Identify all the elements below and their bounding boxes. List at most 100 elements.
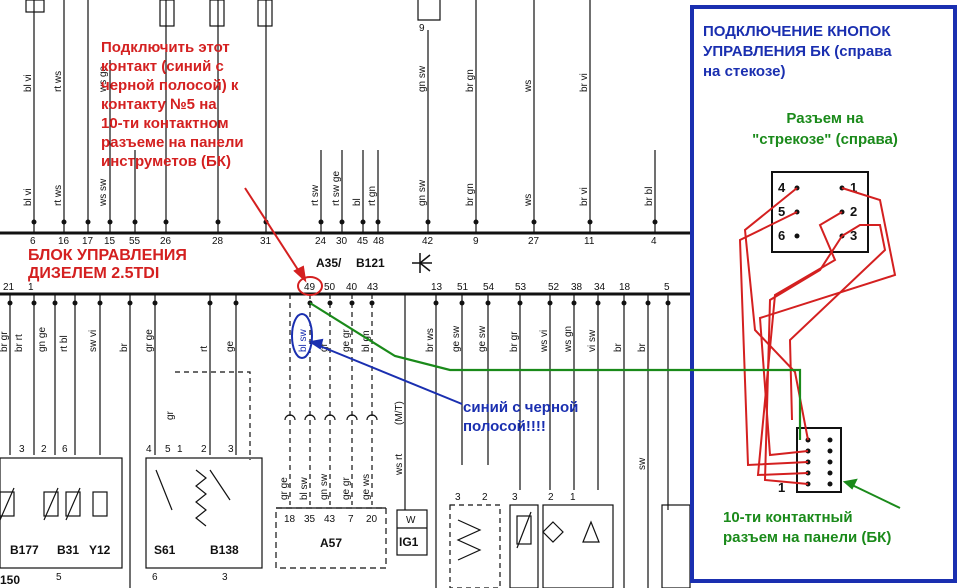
bottom-wire-codes: br gr br rt gn ge rt bl sw vi br gr ge r… — [0, 325, 648, 353]
svg-text:54: 54 — [483, 282, 495, 293]
svg-text:ge: ge — [225, 340, 236, 352]
blue-note: синий с черной полосой!!!! — [463, 399, 579, 435]
svg-text:26: 26 — [160, 236, 172, 247]
svg-text:1: 1 — [850, 180, 857, 195]
svg-text:3: 3 — [512, 492, 518, 503]
pin-49-highlight — [297, 276, 323, 296]
svg-text:ws: ws — [523, 80, 534, 93]
svg-text:bl gn: bl gn — [361, 330, 372, 352]
svg-text:bl sw: bl sw — [299, 476, 310, 500]
svg-text:bl: bl — [352, 198, 363, 206]
svg-text:5: 5 — [778, 204, 785, 219]
svg-text:49: 49 — [304, 282, 316, 293]
svg-text:rt gn: rt gn — [367, 186, 378, 206]
svg-text:sw: sw — [637, 457, 648, 470]
left-component-labels: B177 B31 Y12 S61 B138 150 3 2 6 4 5 1 2 … — [0, 410, 648, 587]
svg-text:28: 28 — [212, 236, 224, 247]
svg-text:4: 4 — [778, 180, 786, 195]
svg-text:2: 2 — [548, 492, 554, 503]
svg-text:48: 48 — [373, 236, 385, 247]
svg-text:br gr: br gr — [509, 331, 520, 352]
svg-text:40: 40 — [346, 282, 358, 293]
top-wire-codes-lower: bl vi rt ws ws sw rt sw rt sw ge bl rt g… — [23, 171, 655, 207]
svg-text:1: 1 — [570, 492, 576, 503]
panel-title: ПОДКЛЮЧЕНИЕ КНОПОК УПРАВЛЕНИЯ БК (справа… — [703, 23, 892, 80]
svg-text:4: 4 — [146, 444, 152, 455]
svg-text:br gr: br gr — [0, 331, 10, 352]
svg-text:br gn: br gn — [465, 183, 476, 206]
svg-text:34: 34 — [594, 282, 606, 293]
svg-text:gr ge: gr ge — [279, 477, 290, 500]
svg-text:ws: ws — [523, 194, 534, 207]
svg-text:2: 2 — [482, 492, 488, 503]
svg-text:11: 11 — [584, 236, 595, 247]
svg-text:1: 1 — [778, 480, 785, 495]
svg-text:43: 43 — [367, 282, 379, 293]
svg-text:16: 16 — [58, 236, 70, 247]
svg-text:rt bl: rt bl — [59, 335, 70, 352]
green-arrow — [842, 478, 901, 509]
svg-text:B177: B177 — [10, 543, 39, 557]
svg-text:B138: B138 — [210, 543, 239, 557]
svg-text:br: br — [119, 342, 130, 352]
info-panel — [690, 5, 957, 583]
svg-text:38: 38 — [571, 282, 583, 293]
svg-text:B31: B31 — [57, 543, 79, 557]
svg-text:br: br — [637, 342, 648, 352]
svg-text:51: 51 — [457, 282, 469, 293]
svg-text:gr ge: gr ge — [144, 329, 155, 352]
svg-text:7: 7 — [348, 514, 354, 525]
svg-text:br rt: br rt — [14, 334, 25, 352]
svg-text:ge ws: ge ws — [361, 474, 372, 500]
svg-text:ge sw: ge sw — [451, 325, 462, 352]
svg-text:6: 6 — [62, 444, 68, 455]
svg-text:3: 3 — [19, 444, 25, 455]
red-wiring — [738, 187, 897, 485]
svg-text:21: 21 — [3, 282, 15, 293]
svg-text:ge gr: ge gr — [341, 477, 352, 500]
top-components — [25, 0, 441, 27]
svg-text:6: 6 — [778, 228, 785, 243]
bl-sw-highlight — [291, 313, 313, 359]
svg-text:br vi: br vi — [579, 187, 590, 206]
svg-text:5: 5 — [664, 282, 670, 293]
svg-text:42: 42 — [422, 236, 434, 247]
svg-text:15: 15 — [104, 236, 116, 247]
svg-text:ws gn: ws gn — [563, 326, 574, 353]
bottom-wires — [9, 294, 669, 588]
svg-text:30: 30 — [336, 236, 348, 247]
svg-text:ge sw: ge sw — [477, 325, 488, 352]
svg-text:rt sw: rt sw — [310, 184, 321, 206]
svg-text:bl sw: bl sw — [298, 328, 309, 352]
svg-text:rt ws: rt ws — [53, 71, 64, 92]
ecu-label: БЛОК УПРАВЛЕНИЯ ДИЗЕЛЕМ 2.5TDI — [28, 247, 187, 282]
svg-text:3: 3 — [455, 492, 461, 503]
red-note: Подключить этот контакт (синий с черной … — [101, 39, 244, 170]
svg-text:ws rt: ws rt — [394, 454, 405, 476]
svg-text:br: br — [613, 342, 624, 352]
svg-text:3: 3 — [850, 228, 857, 243]
svg-text:55: 55 — [129, 236, 141, 247]
svg-text:24: 24 — [315, 236, 327, 247]
ecu-b121-label: B121 — [356, 256, 385, 270]
svg-text:31: 31 — [260, 236, 272, 247]
svg-text:br vi: br vi — [579, 73, 590, 92]
connector-title: Разъем на "стрекозе" (справа) — [752, 110, 898, 148]
svg-text:2: 2 — [41, 444, 47, 455]
top-wire-codes-upper: bl vi rt ws ws ge gn sw br gn ws br vi — [23, 65, 590, 93]
svg-text:1: 1 — [177, 444, 183, 455]
top-wires — [33, 0, 656, 233]
svg-text:1: 1 — [28, 282, 34, 293]
svg-text:br gn: br gn — [465, 69, 476, 92]
a57-connector: gr ge bl sw gn sw ge gr ge ws 18 35 43 7… — [275, 414, 387, 569]
svg-text:ws sw: ws sw — [98, 178, 109, 207]
svg-text:45: 45 — [357, 236, 369, 247]
svg-text:sw vi: sw vi — [88, 330, 99, 352]
svg-text:A57: A57 — [320, 536, 342, 550]
connector-10pin: 1 — [778, 427, 842, 495]
svg-text:ge gr: ge gr — [341, 329, 352, 352]
svg-text:35: 35 — [304, 514, 316, 525]
svg-text:gn sw: gn sw — [417, 179, 428, 206]
svg-text:(M/T): (M/T) — [394, 401, 405, 425]
svg-text:br ws: br ws — [425, 328, 436, 352]
